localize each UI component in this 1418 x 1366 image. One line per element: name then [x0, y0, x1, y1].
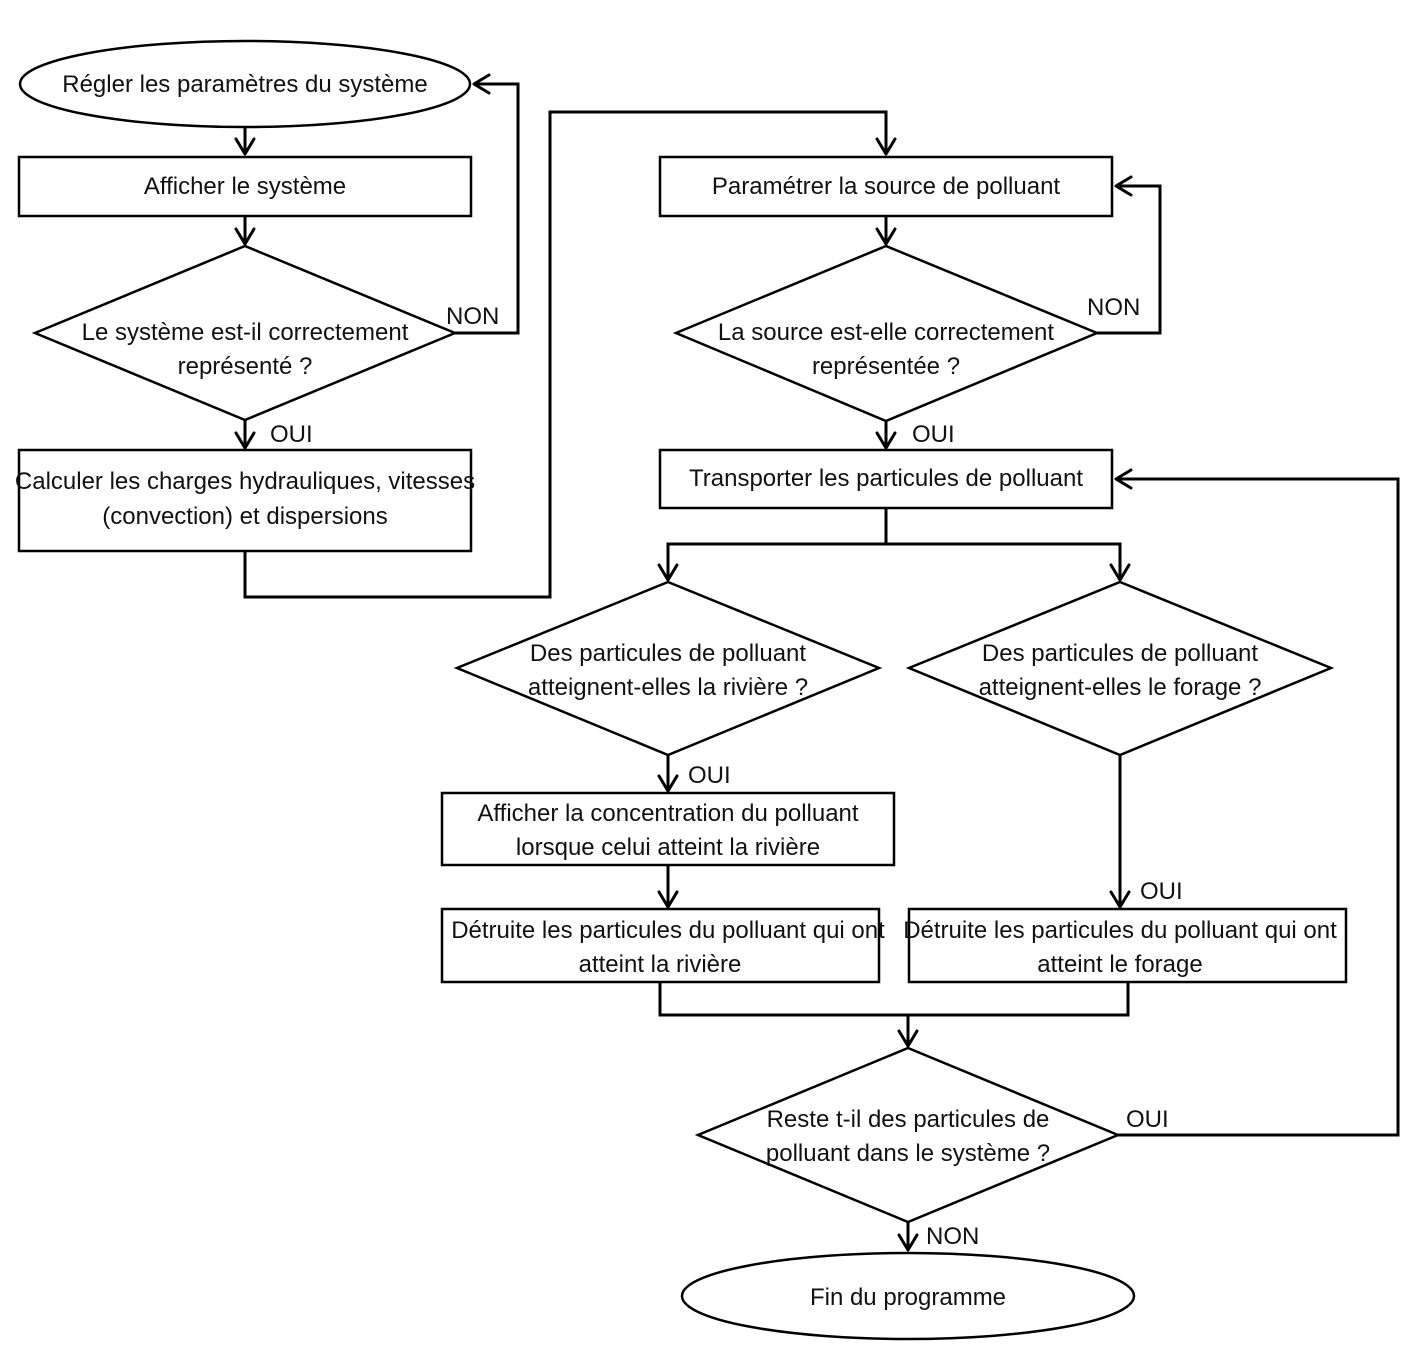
arrowhead-down — [875, 431, 897, 450]
node-destroy-well-label-1: Détruite les particules du polluant qui … — [903, 917, 1337, 944]
node-start-label: Régler les paramètres du système — [62, 71, 427, 98]
arrowhead-down — [897, 1233, 919, 1252]
node-show-system: Afficher le système — [17, 155, 473, 218]
node-reach-well: Des particules de polluant atteignent-el… — [905, 580, 1335, 757]
node-reach-river-label-1: Des particules de polluant — [530, 640, 806, 667]
node-reach-river: Des particules de polluant atteignent-el… — [453, 580, 883, 757]
edge-transport-split-right — [886, 542, 1122, 580]
edge-label-no-source: NON — [1087, 294, 1140, 321]
arrowhead-left — [1114, 468, 1133, 490]
node-remaining: Reste t-il des particules de polluant da… — [694, 1046, 1122, 1224]
node-remaining-label-2: polluant dans le système ? — [766, 1140, 1050, 1167]
arrowhead-down — [1109, 890, 1131, 909]
edge-label-no-remaining: NON — [926, 1223, 979, 1250]
node-show-concentration: Afficher la concentration du polluant lo… — [440, 791, 896, 867]
node-transport: Transporter les particules de polluant — [658, 448, 1114, 510]
edge-check-source-no — [1097, 184, 1162, 335]
arrowhead-down — [1109, 563, 1131, 582]
arrowhead-down — [657, 890, 679, 909]
arrowheads — [234, 73, 1133, 1252]
edge-label-yes-source: OUI — [912, 421, 955, 448]
node-check-source-label-1: La source est-elle correctement — [718, 319, 1054, 346]
node-reach-river-label-2: atteignent-elles la rivière ? — [528, 674, 808, 701]
connectors — [243, 82, 1400, 1250]
node-check-system-label-1: Le système est-il correctement — [82, 319, 409, 346]
node-start: Régler les paramètres du système — [18, 39, 472, 129]
node-end: Fin du programme — [680, 1251, 1136, 1341]
node-check-system: Le système est-il correctement représent… — [31, 244, 459, 422]
arrowhead-down — [875, 227, 897, 246]
edge-label-yes-system: OUI — [270, 421, 313, 448]
edge-label-yes-well: OUI — [1140, 878, 1183, 905]
node-destroy-well: Détruite les particules du polluant qui … — [903, 907, 1348, 984]
edge-check-system-no — [455, 82, 520, 335]
edge-remaining-yes — [1116, 477, 1400, 1137]
edge-label-no-system: NON — [446, 303, 499, 330]
node-compute-label-1: Calculer les charges hydrauliques, vites… — [15, 468, 475, 495]
arrowhead-down — [657, 563, 679, 582]
arrowhead-down — [234, 227, 256, 246]
node-compute: Calculer les charges hydrauliques, vites… — [15, 448, 475, 553]
node-check-source: La source est-elle correctement représen… — [672, 244, 1101, 423]
node-reach-well-label-1: Des particules de polluant — [982, 640, 1258, 667]
node-transport-label: Transporter les particules de polluant — [689, 465, 1083, 492]
node-check-system-label-2: représenté ? — [178, 353, 313, 380]
node-end-label: Fin du programme — [810, 1284, 1006, 1311]
arrowhead-down — [875, 137, 897, 156]
arrowhead-left — [472, 73, 491, 95]
node-destroy-river: Détruite les particules du polluant qui … — [440, 907, 885, 984]
node-compute-label-2: (convection) et dispersions — [102, 503, 387, 530]
node-show-concentration-label-1: Afficher la concentration du polluant — [477, 800, 858, 827]
edge-label-yes-river: OUI — [688, 762, 731, 789]
node-destroy-river-label-1: Détruite les particules du polluant qui … — [451, 917, 885, 944]
edge-labels: NON OUI NON OUI OUI OUI OUI NON — [270, 294, 1183, 1250]
node-set-source: Paramétrer la source de polluant — [658, 155, 1114, 218]
arrowhead-left — [1114, 175, 1133, 197]
arrowhead-down — [234, 431, 256, 450]
node-reach-well-label-2: atteignent-elles le forage ? — [979, 674, 1262, 701]
edge-transport-split — [666, 508, 888, 580]
arrowhead-down — [897, 1029, 919, 1048]
node-show-concentration-label-2: lorsque celui atteint la rivière — [516, 834, 820, 861]
edge-merge — [658, 983, 1130, 1017]
node-show-system-label: Afficher le système — [144, 173, 346, 200]
edge-compute-to-source — [243, 110, 888, 599]
arrowhead-down — [234, 137, 256, 156]
node-destroy-well-label-2: atteint le forage — [1037, 951, 1202, 978]
arrowhead-down — [657, 774, 679, 793]
node-check-source-label-2: représentée ? — [812, 353, 960, 380]
node-set-source-label: Paramétrer la source de polluant — [712, 173, 1061, 200]
edge-label-yes-remaining: OUI — [1126, 1106, 1169, 1133]
node-remaining-label-1: Reste t-il des particules de — [767, 1106, 1050, 1133]
node-destroy-river-label-2: atteint la rivière — [579, 951, 742, 978]
